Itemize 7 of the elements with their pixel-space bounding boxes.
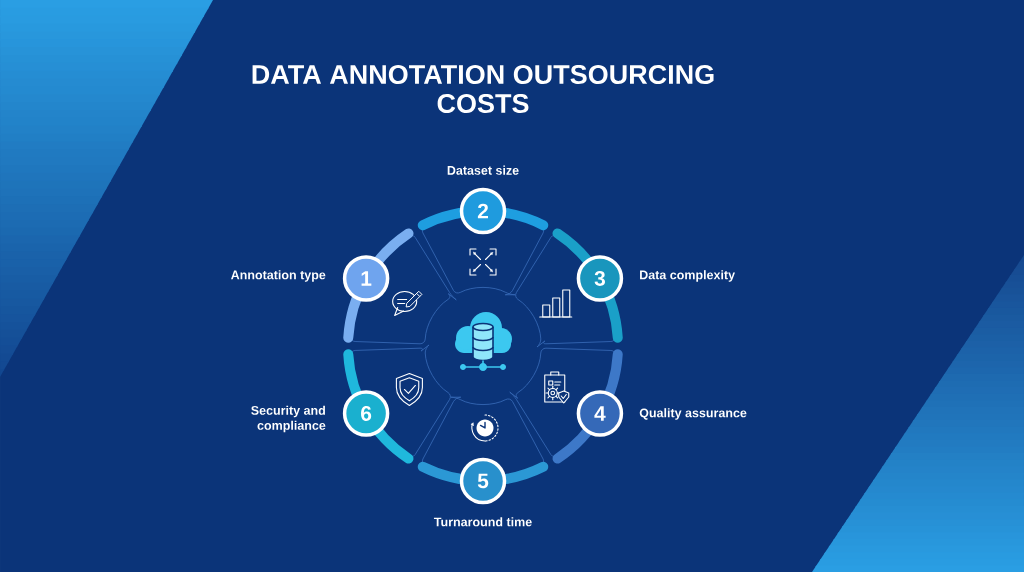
item-label: Data complexity [640,270,735,282]
item-label: Turnaround time [433,517,532,527]
item-label: Quality assurance [639,408,747,420]
item-label: Annotation type [231,270,326,282]
item-label: Security and compliance [251,405,326,433]
item-label: Dataset size [447,165,519,175]
title: DATA ANNOTATION OUTSOURCING COSTS [252,64,714,114]
